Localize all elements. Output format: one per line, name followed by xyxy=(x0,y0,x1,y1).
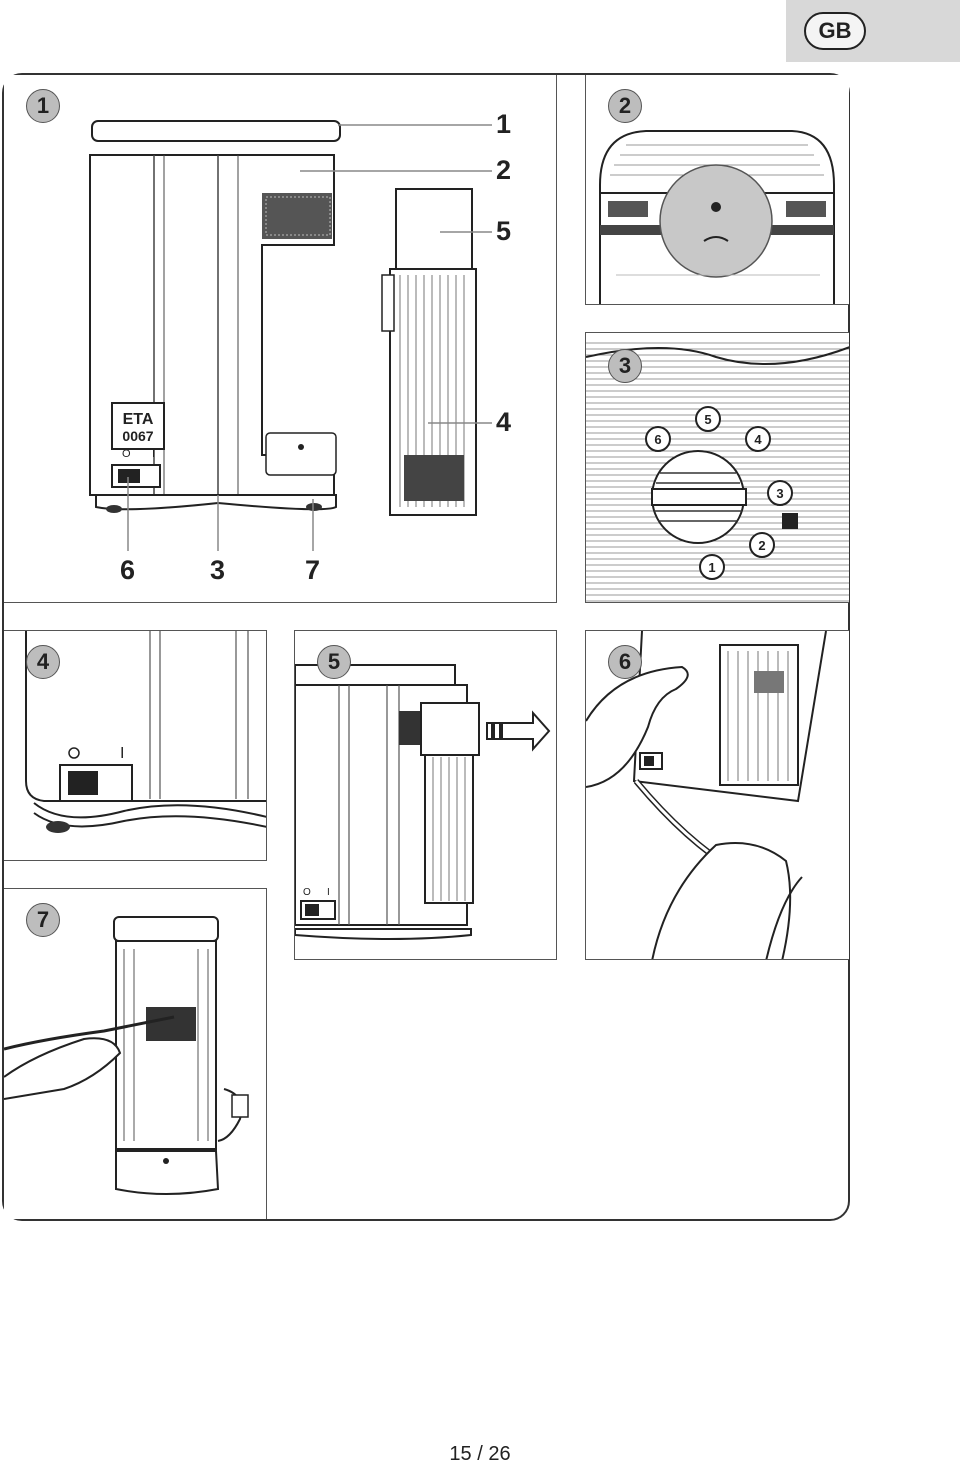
figure-5-panel: O I 5 xyxy=(294,630,557,960)
device-label-line2: 0067 xyxy=(122,428,153,444)
figure-4-number: 4 xyxy=(26,645,60,679)
power-switch-drawing: O I xyxy=(25,631,266,833)
figure-3-panel: 1 2 3 4 5 6 3 xyxy=(585,332,849,603)
figure-1-number: 1 xyxy=(26,89,60,123)
callout-4: 4 xyxy=(496,407,512,437)
figure-4-panel: O I 4 xyxy=(4,630,267,861)
dial-mark-1: 1 xyxy=(708,560,715,575)
callout-7: 7 xyxy=(305,555,321,585)
dial-mark-4: 4 xyxy=(754,432,762,447)
dial-mark-3: 3 xyxy=(776,486,783,501)
figure-2-number: 2 xyxy=(608,89,642,123)
callout-2: 2 xyxy=(496,155,512,185)
figure-6-panel: 6 xyxy=(585,630,849,960)
unplug-cord-drawing xyxy=(586,631,827,959)
figure-5-number: 5 xyxy=(317,645,351,679)
figure-7-panel: 7 xyxy=(4,888,267,1219)
dial-mark-6: 6 xyxy=(654,432,661,447)
language-badge: GB xyxy=(804,12,866,50)
figure-2-panel: 2 xyxy=(585,75,849,305)
figure-1-panel: ETA 0067 O I 1 1 2 5 4 6 xyxy=(4,75,557,603)
cleaning-brush-drawing xyxy=(4,916,249,1195)
switch-mark-on: I xyxy=(327,887,330,898)
page-indicator: 15 / 26 xyxy=(449,1443,511,1465)
callout-6: 6 xyxy=(120,555,136,585)
top-view-drawing xyxy=(599,130,835,304)
figure-frame xyxy=(2,73,850,1221)
switch-mark-on: I xyxy=(120,745,124,762)
device-label-line1: ETA xyxy=(123,411,154,428)
callout-3: 3 xyxy=(210,555,226,585)
switch-mark-off: O xyxy=(303,887,311,898)
dial-mark-2: 2 xyxy=(758,538,765,553)
dial-mark-5: 5 xyxy=(704,412,711,427)
callout-5: 5 xyxy=(496,216,512,246)
filter-holder-removal-drawing: O I xyxy=(295,664,551,940)
switch-mark-off: O xyxy=(122,448,131,460)
switch-mark-on: I xyxy=(152,448,155,460)
coffee-maker-drawing: ETA 0067 O I xyxy=(89,120,492,551)
figure-7-number: 7 xyxy=(26,903,60,937)
switch-mark-off: O xyxy=(68,742,69,744)
figure-3-number: 3 xyxy=(608,349,642,383)
dial-selector-drawing: 1 2 3 4 5 6 xyxy=(586,333,849,602)
figure-6-number: 6 xyxy=(608,645,642,679)
callout-1: 1 xyxy=(496,109,512,139)
